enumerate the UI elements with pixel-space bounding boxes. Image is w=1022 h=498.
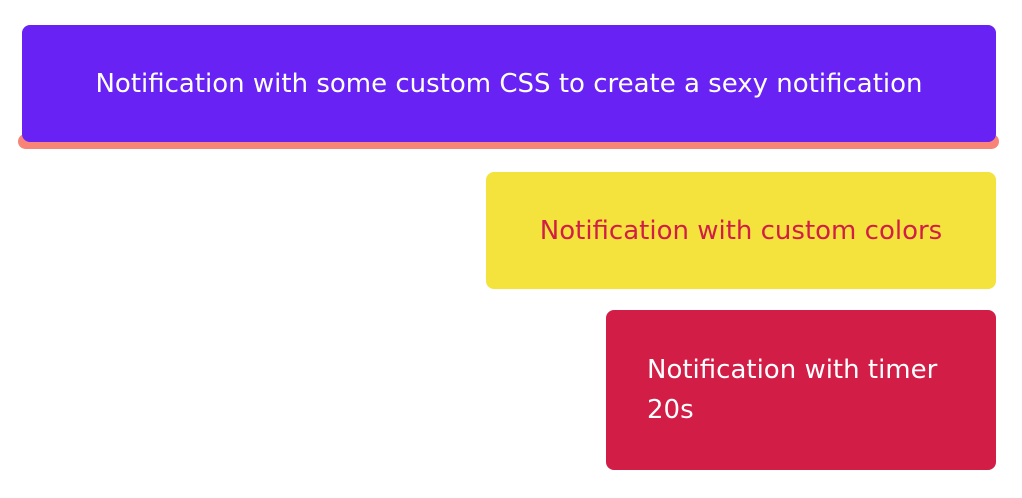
notification-message: Notification with some custom CSS to cre… — [95, 68, 923, 99]
notification-message: Notification with custom colors — [539, 215, 943, 246]
notification-body: Notification with timer 20s — [606, 310, 996, 470]
notification-message: Notification with timer 20s — [647, 355, 938, 425]
notification-toast-custom-colors[interactable]: Notification with custom colors — [486, 172, 996, 289]
notification-toast-custom-css[interactable]: Notification with some custom CSS to cre… — [18, 25, 999, 149]
notification-body: Notification with custom colors — [486, 172, 996, 289]
notification-body: Notification with some custom CSS to cre… — [22, 25, 996, 142]
notification-toast-timer[interactable]: Notification with timer 20s — [606, 310, 996, 470]
